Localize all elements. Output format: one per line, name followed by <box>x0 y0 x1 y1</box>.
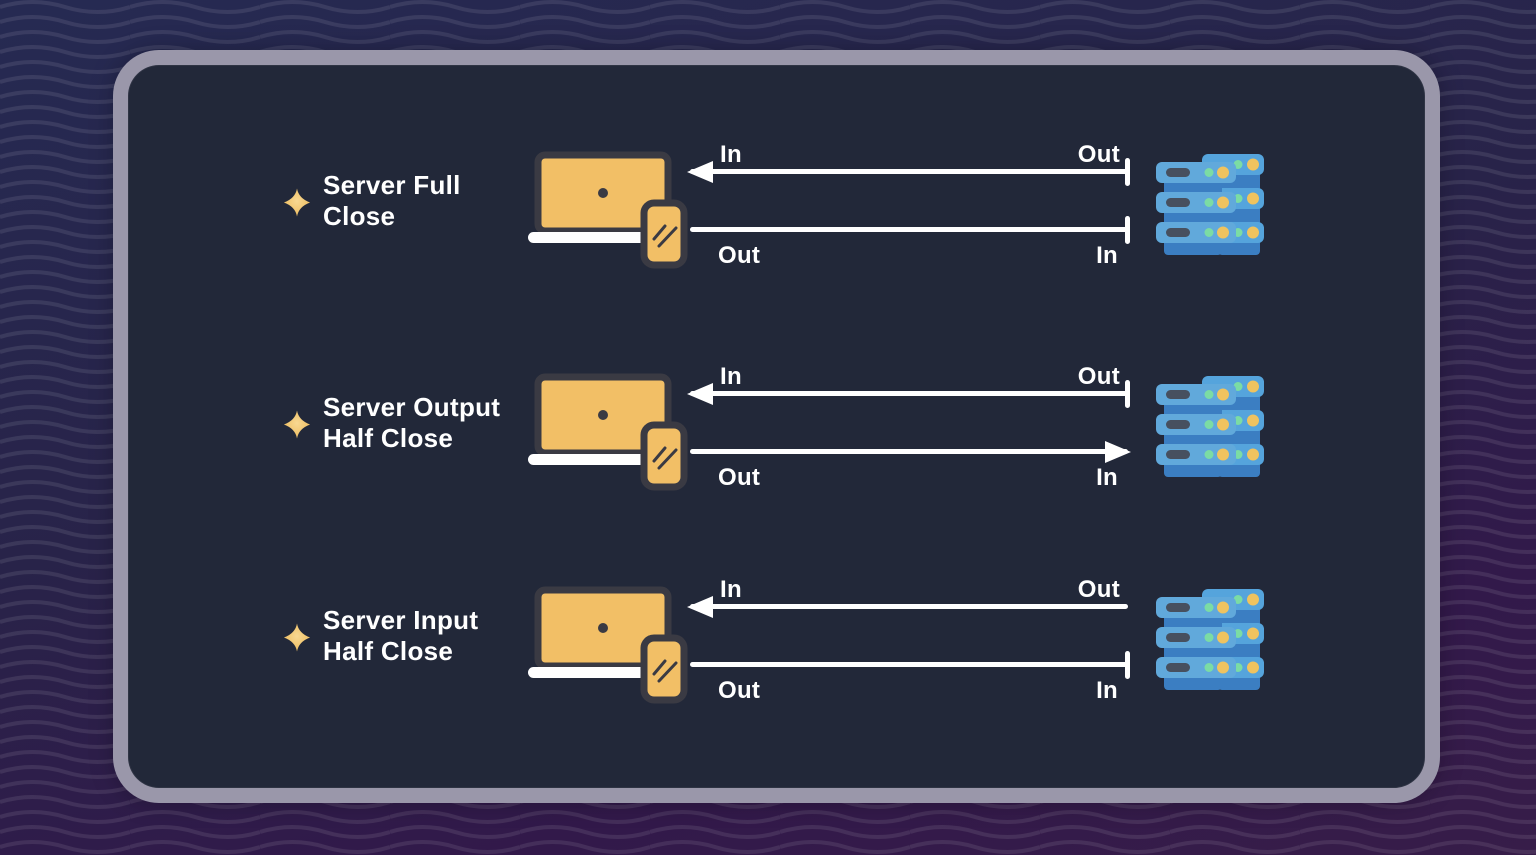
arrow-label-in-bottom: In <box>1096 464 1118 491</box>
line-end-right-icon <box>1125 157 1130 186</box>
server-to-client-line <box>687 595 1128 618</box>
arrow-label-in-top: In <box>720 363 742 390</box>
line-end-right-icon <box>1105 440 1131 463</box>
arrowhead-left-icon <box>687 160 713 183</box>
row-title: Server Output Half Close <box>323 392 533 454</box>
line-shaft <box>690 662 1128 667</box>
arrow-label-in-bottom: In <box>1096 677 1118 704</box>
row-title: Server Full Close <box>323 170 533 232</box>
laptop-dot <box>598 188 608 198</box>
row-title-line2: Half Close <box>323 423 454 453</box>
line-end-right-icon <box>1125 650 1130 679</box>
arrow-label-in-bottom: In <box>1096 242 1118 269</box>
sparkle-icon <box>283 188 311 217</box>
server-front-stack <box>1156 597 1236 690</box>
arrow-label-out-top: Out <box>1077 363 1120 390</box>
laptop-dot <box>598 410 608 420</box>
row-title-line1: Server Input <box>323 605 479 635</box>
client-to-server-line <box>690 215 1130 244</box>
arrow-label-out-bottom: Out <box>718 464 761 491</box>
line-shaft <box>690 391 1128 396</box>
line-shaft <box>690 449 1128 454</box>
arrow-label-out-top: Out <box>1077 141 1120 168</box>
phone-icon <box>640 634 688 704</box>
server-to-client-line <box>687 379 1130 408</box>
arrow-label-out-bottom: Out <box>718 242 761 269</box>
laptop-icon <box>528 151 688 269</box>
client-to-server-line <box>690 440 1131 463</box>
diagram-panel: Server Full Close In Out <box>113 50 1440 803</box>
arrowhead-left-icon <box>687 382 713 405</box>
server-front-stack <box>1156 384 1236 477</box>
row-title-line2: Half Close <box>323 636 454 666</box>
line-shaft <box>690 227 1128 232</box>
arrow-label-out-bottom: Out <box>718 677 761 704</box>
line-shaft <box>690 169 1128 174</box>
laptop-dot <box>598 623 608 633</box>
row-title-line2: Close <box>323 201 396 231</box>
server-icon <box>1156 154 1264 255</box>
row-title-line1: Server Output <box>323 392 501 422</box>
scenario-row-server-full-close: Server Full Close In Out <box>128 121 1425 281</box>
line-end-right-icon <box>1125 379 1130 408</box>
laptop-icon <box>528 373 688 491</box>
server-icon <box>1156 376 1264 477</box>
arrow-label-out-top: Out <box>1077 576 1120 603</box>
scenario-row-server-output-half-close: Server Output Half Close In Out <box>128 343 1425 503</box>
row-title: Server Input Half Close <box>323 605 533 667</box>
connection-flow: In Out Out In <box>687 343 1131 503</box>
row-title-line1: Server Full <box>323 170 461 200</box>
line-end-right-icon <box>1125 215 1130 244</box>
server-front-stack <box>1156 162 1236 255</box>
laptop-icon <box>528 586 688 704</box>
line-shaft <box>690 604 1128 609</box>
arrow-label-in-top: In <box>720 576 742 603</box>
arrowhead-left-icon <box>687 595 713 618</box>
phone-icon <box>640 421 688 491</box>
sparkle-icon <box>283 623 311 652</box>
arrow-label-in-top: In <box>720 141 742 168</box>
scenario-row-server-input-half-close: Server Input Half Close In Out <box>128 556 1425 716</box>
connection-flow: In Out Out In <box>687 556 1130 716</box>
client-to-server-line <box>690 650 1130 679</box>
server-to-client-line <box>687 157 1130 186</box>
phone-icon <box>640 199 688 269</box>
sparkle-icon <box>283 410 311 439</box>
connection-flow: In Out Out In <box>687 121 1130 281</box>
server-icon <box>1156 589 1264 690</box>
